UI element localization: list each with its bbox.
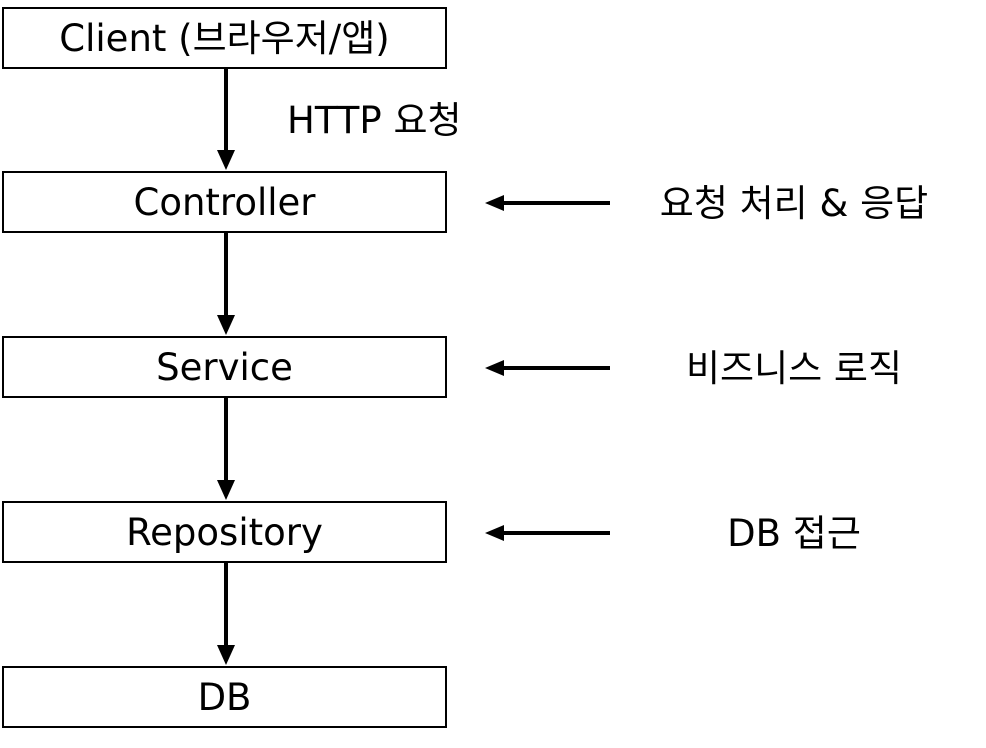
flow-arrow-repository-db <box>217 563 235 665</box>
repository-layer-box: Repository <box>2 501 447 563</box>
flow-arrow-service-repository <box>217 398 235 500</box>
annotation-arrow-service <box>485 360 610 376</box>
service-layer-box: Service <box>2 336 447 398</box>
db-layer-box: DB <box>2 666 447 728</box>
controller-layer-box: Controller <box>2 171 447 233</box>
repository-annotation: DB 접근 <box>727 512 861 555</box>
repository-layer-label: Repository <box>126 510 323 554</box>
service-layer-label: Service <box>156 345 293 389</box>
controller-annotation: 요청 처리 & 응답 <box>659 182 929 225</box>
db-layer-label: DB <box>197 675 252 719</box>
http-request-label: HTTP 요청 <box>287 99 462 142</box>
flow-arrow-client-controller <box>217 69 235 170</box>
annotation-arrow-controller <box>485 195 610 211</box>
service-annotation: 비즈니스 로직 <box>685 347 902 390</box>
flow-arrow-controller-service <box>217 233 235 335</box>
controller-layer-label: Controller <box>133 180 316 224</box>
client-layer-label: Client (브라우저/앱) <box>59 16 390 60</box>
client-layer-box: Client (브라우저/앱) <box>2 7 447 69</box>
annotation-arrow-repository <box>485 525 610 541</box>
